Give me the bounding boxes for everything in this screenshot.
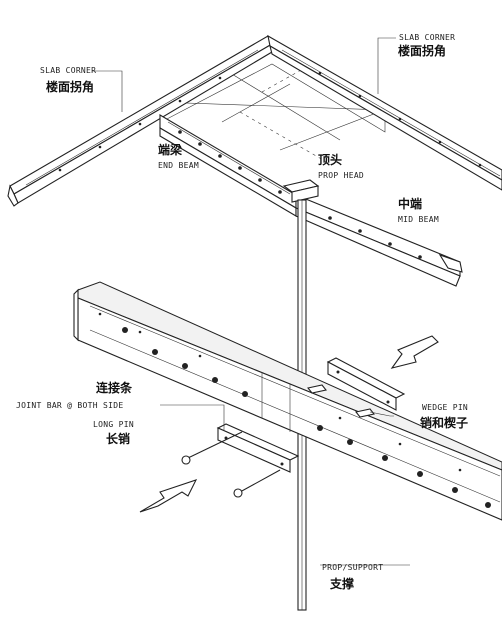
joint-bar-front (216, 423, 300, 473)
prop-head-en: PROP HEAD (318, 171, 364, 180)
wedge-pin-en: WEDGE PIN (422, 403, 468, 412)
slab-corner-right-zh: 楼面拐角 (398, 43, 446, 58)
slab-corner-rail-left (7, 35, 273, 207)
prop-support-zh: 支撑 (329, 576, 354, 591)
joint-bar-zh: 连接条 (96, 380, 133, 395)
joint-bar-back (326, 357, 406, 411)
mid-beam-zh: 中端 (398, 196, 422, 211)
slab-corner-left-zh: 楼面拐角 (46, 79, 94, 94)
long-pins (181, 431, 281, 498)
long-pin-zh: 长销 (106, 431, 130, 446)
slab-corner-rail-right (267, 34, 502, 191)
wedge-pins (307, 384, 375, 418)
mid-beam-en: MID BEAM (398, 215, 439, 224)
wedge-pin-zh: 销和楔子 (420, 415, 468, 430)
prop-head-zh: 顶头 (318, 152, 342, 167)
end-beam-zh: 端梁 (158, 142, 182, 157)
prop-head (282, 179, 320, 203)
long-pin-en: LONG PIN (93, 420, 134, 429)
arrow-up-right (139, 479, 198, 513)
slab-corner-left-en: SLAB CORNER (40, 66, 96, 75)
leader-lines (92, 37, 410, 566)
lower-beam (73, 281, 502, 521)
mid-beam (295, 194, 463, 287)
slab-corner-right-en: SLAB CORNER (399, 33, 455, 42)
prop-support-en: PROP/SUPPORT (322, 563, 383, 572)
end-beam-en: END BEAM (158, 161, 199, 170)
joint-bar-en: JOINT BAR @ BOTH SIDE (16, 401, 123, 410)
arrow-down-left (390, 335, 439, 369)
